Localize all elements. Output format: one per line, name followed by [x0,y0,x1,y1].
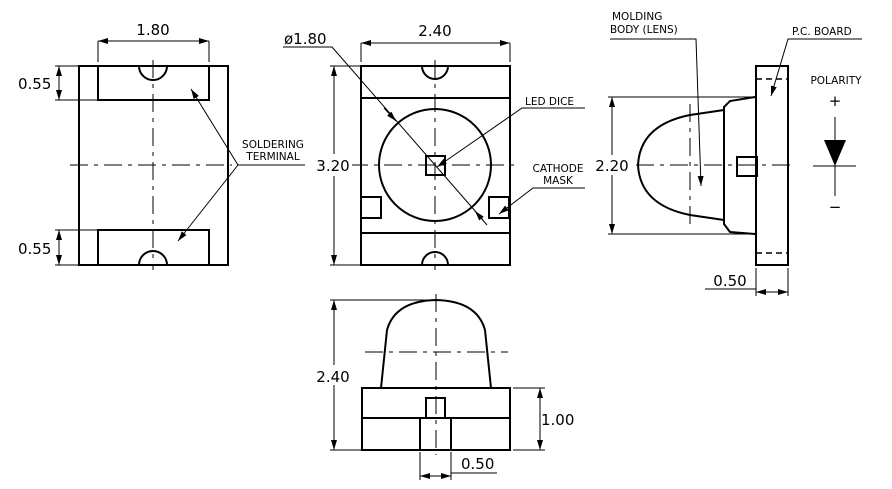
polarity-label: POLARITY [810,75,862,87]
molding-label-2: BODY (LENS) [610,24,678,36]
solder-pad-bottom [97,229,210,266]
led-dice [736,156,758,177]
lens-diameter-dimension: ø1.80 [284,30,327,48]
terminal-top [360,65,511,99]
front-view: 2.40 3.20 ø1.80 LED DICE CATHODE MASK [283,22,585,270]
cathode-mask-left [360,196,382,219]
diode-icon [824,140,846,166]
top-view: 1.80 0.55 0.55 SOLDERING TERMINAL [18,21,305,270]
soldering-terminal-label-2: TERMINAL [245,151,300,163]
terminal-bottom [360,232,511,266]
cathode-mask-label-1: CATHODE [533,163,584,175]
side-view: 2.20 0.50 MOLDING BODY (LENS) P.C. BOARD… [592,11,862,296]
pc-board-label: P.C. BOARD [792,26,852,38]
pad-top-dimension: 0.55 [18,75,51,93]
terminal [419,417,452,451]
led-dice-label: LED DICE [525,96,574,108]
terminal-width-dimension: 0.50 [461,455,494,473]
molding-label-1: MOLDING [612,11,662,23]
bottom-view: 2.40 1.00 0.50 [312,294,574,480]
leader-line [190,88,239,166]
polarity-symbol: POLARITY + − [810,75,862,216]
cathode-mask-right [488,196,510,219]
base-height-dimension: 1.00 [541,411,574,429]
board-thickness-dimension: 0.50 [713,272,746,290]
polarity-minus: − [829,198,842,216]
leader-line [177,164,239,242]
width-dimension: 2.40 [418,22,451,40]
cathode-mask-label-2: MASK [543,175,574,187]
height-dimension: 2.40 [316,368,349,386]
height-dimension: 2.20 [595,157,628,175]
pad-bottom-dimension: 0.55 [18,240,51,258]
polarity-plus: + [829,92,842,110]
height-dimension: 3.20 [316,157,349,175]
width-dimension: 1.80 [136,21,169,39]
molding-base [723,96,756,235]
solder-pad-top [97,65,210,101]
soldering-terminal-label-1: SOLDERING [242,139,304,151]
